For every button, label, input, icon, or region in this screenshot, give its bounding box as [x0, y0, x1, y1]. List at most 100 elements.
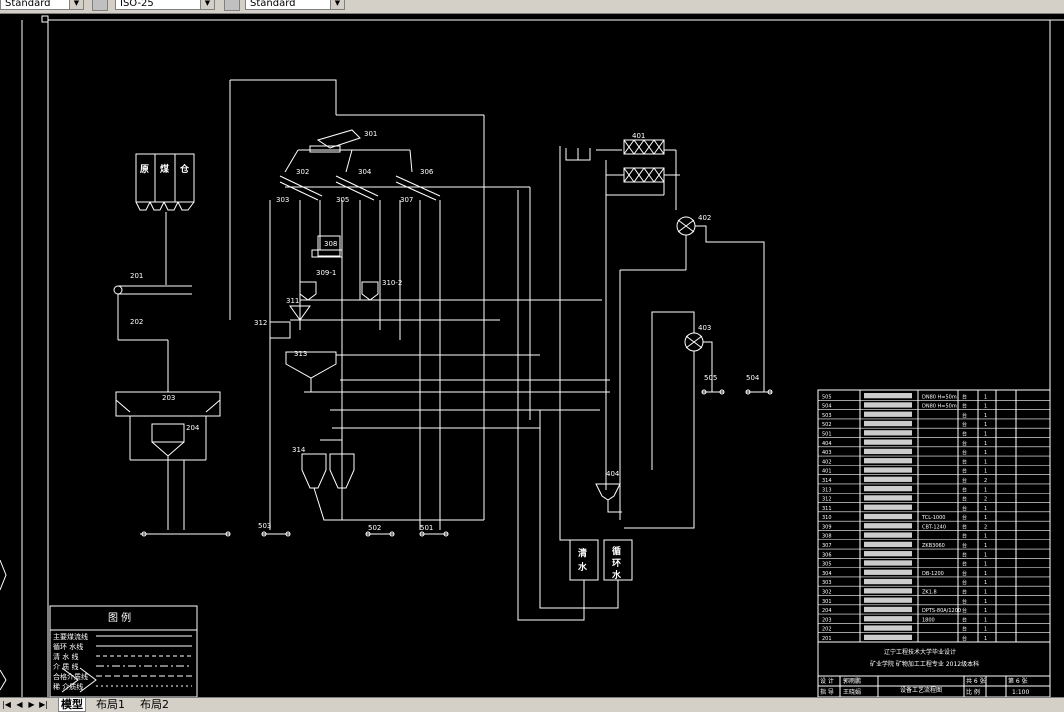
bom-unit: 台 [962, 514, 967, 521]
bom-no: 403 [822, 450, 832, 456]
chevron-down-icon[interactable]: ▼ [69, 0, 83, 9]
bom-qty: 1 [984, 441, 987, 447]
bom-unit: 台 [962, 458, 967, 465]
bom-no: 303 [822, 580, 832, 586]
dim-style-icon[interactable] [92, 0, 108, 11]
bom-qty: 1 [984, 562, 987, 568]
bunker-label: 煤 [160, 163, 169, 175]
dim-style-value: ISO-25 [120, 0, 154, 9]
bom-unit: 台 [962, 570, 967, 577]
bom-no: 204 [822, 608, 832, 614]
bom-unit: 台 [962, 551, 967, 558]
bom-unit: 台 [962, 449, 967, 456]
bom-name-cell [864, 448, 912, 455]
bom-spec: CBT-1240 [922, 524, 946, 530]
equip-label-201: 201 [130, 272, 143, 280]
bom-unit: 台 [962, 440, 967, 447]
table-style-combo[interactable]: Standard ▼ [245, 0, 345, 10]
bom-qty: 1 [984, 580, 987, 586]
bom-no: 306 [822, 552, 832, 558]
prev-tab-icon[interactable]: ◀ [16, 700, 23, 709]
equip-label-505: 505 [704, 374, 717, 382]
text-style-value: Standard [5, 0, 51, 9]
bom-unit: 台 [962, 403, 967, 410]
bom-qty: 1 [984, 487, 987, 493]
bom-unit: 台 [962, 598, 967, 605]
equip-label-307: 307 [400, 196, 413, 204]
title-block-design-label: 设 计 [820, 677, 834, 685]
bom-no: 503 [822, 413, 832, 419]
bom-unit: 台 [962, 505, 967, 512]
first-tab-icon[interactable]: |◀ [2, 700, 11, 709]
tab-layout2[interactable]: 布局2 [140, 698, 169, 711]
chevron-down-icon[interactable]: ▼ [330, 0, 344, 9]
bom-qty: 1 [984, 506, 987, 512]
table-style-icon[interactable] [224, 0, 240, 11]
bom-unit: 台 [962, 635, 967, 642]
bom-name-cell [864, 476, 912, 482]
bom-name-cell [864, 551, 912, 557]
last-tab-icon[interactable]: ▶| [39, 700, 48, 709]
bom-name-cell [864, 532, 912, 538]
equip-label-304: 304 [358, 168, 372, 176]
equip-label-404: 404 [606, 470, 620, 478]
bom-qty: 1 [984, 469, 987, 475]
bom-name-cell [864, 578, 912, 585]
equip-label-502: 502 [368, 524, 381, 532]
chevron-down-icon[interactable]: ▼ [200, 0, 214, 9]
bom-qty: 1 [984, 422, 987, 428]
bunker-label: 仓 [179, 163, 190, 175]
bom-name-cell [864, 513, 912, 520]
bom-qty: 1 [984, 515, 987, 521]
bom-unit: 台 [962, 607, 967, 614]
tab-layout1[interactable]: 布局1 [96, 698, 125, 711]
legend-title: 图 例 [108, 611, 131, 624]
bom-no: 313 [822, 487, 832, 493]
legend-item: 合格介质线 [53, 672, 88, 681]
bom-unit: 台 [962, 616, 967, 623]
title-block-drawing-title: 设备工艺流程图 [900, 686, 942, 694]
bom-name-cell [864, 430, 912, 436]
bom-name-cell [864, 597, 912, 603]
dim-style-combo[interactable]: ISO-25 ▼ [115, 0, 215, 10]
bom-no: 301 [822, 599, 832, 605]
bom-name-cell [864, 541, 912, 548]
bom-qty: 1 [984, 617, 987, 623]
bom-qty: 1 [984, 590, 987, 596]
legend-item: 清 水 线 [53, 652, 78, 661]
tab-model[interactable]: 模型 [58, 698, 86, 712]
bom-qty: 1 [984, 552, 987, 558]
bom-name-cell [864, 393, 912, 399]
equip-label-305: 305 [336, 196, 349, 204]
bom-name-cell [864, 569, 912, 575]
next-tab-icon[interactable]: ▶ [28, 700, 35, 709]
bom-qty: 1 [984, 413, 987, 419]
bom-name-cell [864, 467, 912, 473]
styles-toolbar: Standard ▼ ISO-25 ▼ Standard ▼ [0, 0, 1064, 14]
bom-qty: 1 [984, 627, 987, 633]
legend-item: 循环 水线 [53, 642, 83, 651]
bom-qty: 2 [984, 497, 987, 503]
bom-no: 305 [822, 562, 832, 568]
bom-no: 310 [822, 515, 832, 521]
equip-label-403: 403 [698, 324, 711, 332]
equip-label-303: 303 [276, 196, 289, 204]
bom-qty: 2 [984, 478, 987, 484]
bom-spec: 1800 [922, 617, 935, 623]
equip-label-310-2: 310-2 [382, 279, 402, 287]
legend-item: 主要煤流线 [53, 632, 88, 641]
bom-qty: 1 [984, 599, 987, 605]
bom-name-cell [864, 485, 912, 492]
bom-no: 312 [822, 497, 832, 503]
bom-spec: DPTS-80A/1200 [922, 608, 961, 614]
bom-unit: 台 [962, 412, 967, 419]
title-block-advisor: 王晓娟 [843, 688, 861, 696]
bom-spec: DB-1200 [922, 571, 944, 577]
equip-label-301: 301 [364, 130, 377, 138]
bom-no: 308 [822, 534, 832, 540]
legend-item: 介 质 线 [53, 662, 78, 671]
bom-qty: 1 [984, 394, 987, 400]
text-style-combo[interactable]: Standard ▼ [0, 0, 84, 10]
bom-name-cell [864, 606, 912, 613]
